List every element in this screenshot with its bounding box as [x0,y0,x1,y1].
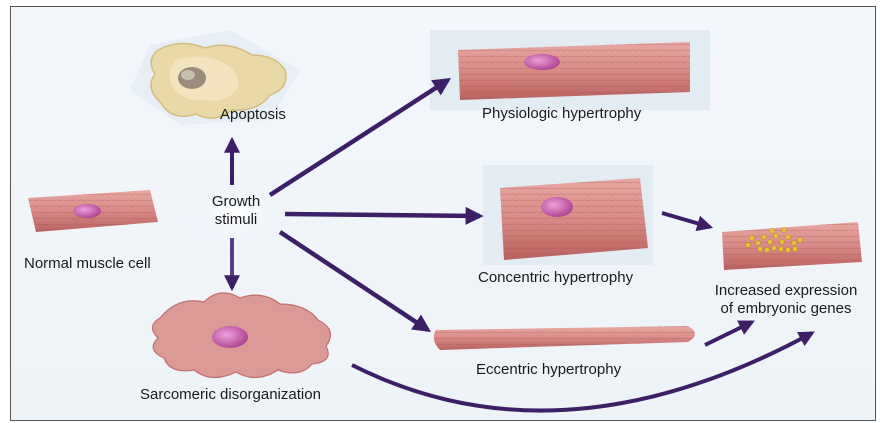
arrow-to-physiologic [270,80,448,195]
normal-muscle-cell [28,190,158,232]
eccentric-cell [434,326,695,350]
growth-line-2: stimuli [198,211,274,229]
arrow-eccentric-to-expression [705,322,752,345]
growth-stimuli-label: Growth stimuli [198,193,274,229]
sarcomeric-cell [152,293,330,378]
growth-line-1: Growth [198,193,274,211]
embryonic-expression-cell [722,222,862,270]
arrow-concentric-to-expression [662,213,710,227]
increased-line-1: Increased expression [702,282,870,300]
concentric-hypertrophy-label: Concentric hypertrophy [478,269,633,287]
concentric-cell [500,178,648,260]
physiologic-cell [458,42,690,100]
normal-muscle-cell-label: Normal muscle cell [24,255,151,273]
increased-line-2: of embryonic genes [702,300,870,318]
arrow-to-concentric [285,214,480,216]
sarcomeric-disorganization-label: Sarcomeric disorganization [140,386,321,404]
embryonic-genes-label: Increased expression of embryonic genes [702,282,870,318]
sarcomeric-nucleus [212,326,248,348]
physiologic-nucleus [524,54,560,70]
eccentric-hypertrophy-label: Eccentric hypertrophy [476,361,621,379]
physiologic-hypertrophy-label: Physiologic hypertrophy [482,105,641,123]
concentric-nucleus [541,197,573,217]
normal-nucleus [73,204,101,218]
apoptosis-label: Apoptosis [220,106,286,124]
